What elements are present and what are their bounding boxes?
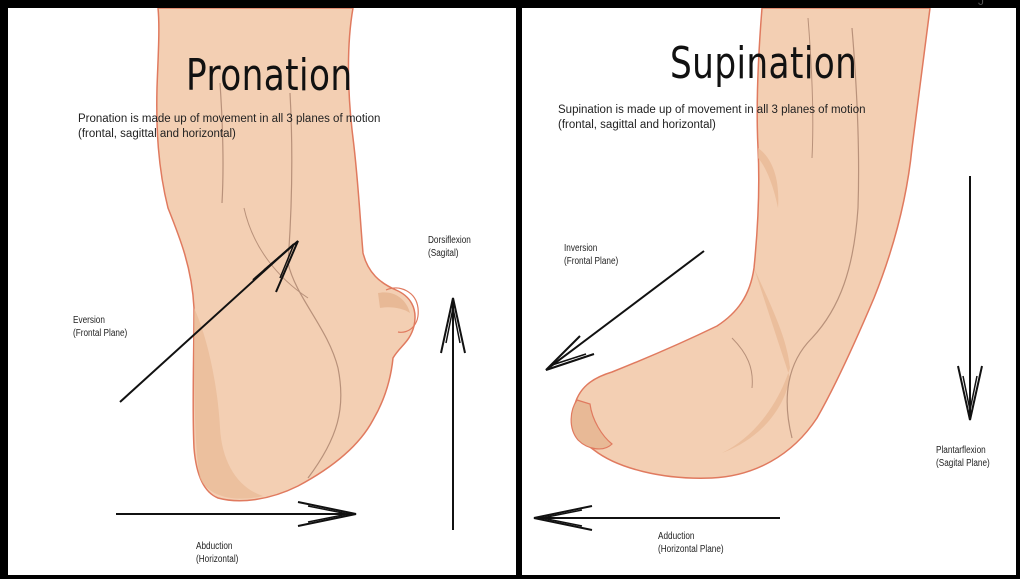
abduction-label-line2: (Horizontal) — [196, 553, 238, 566]
adduction-label-line2: (Horizontal Plane) — [658, 543, 724, 556]
pronation-panel: Pronation Pronation is made up of moveme… — [8, 8, 516, 575]
pronation-description-line1: Pronation is made up of movement in all … — [78, 112, 380, 127]
abduction-label: Abduction (Horizontal) — [196, 540, 238, 566]
dorsiflexion-label: Dorsiflexion (Sagital) — [428, 234, 471, 260]
pronation-description: Pronation is made up of movement in all … — [78, 112, 380, 142]
inversion-label-line1: Inversion — [564, 242, 618, 255]
plantarflexion-label: Plantarflexion (Sagital Plane) — [936, 444, 990, 470]
supination-illustration — [522, 8, 1016, 575]
adduction-label: Adduction (Horizontal Plane) — [658, 530, 724, 556]
plantarflexion-label-line2: (Sagital Plane) — [936, 457, 990, 470]
eversion-label-line2: (Frontal Plane) — [73, 327, 127, 340]
eversion-label-line1: Eversion — [73, 314, 127, 327]
supination-title: Supination — [670, 38, 857, 89]
dorsiflexion-label-line2: (Sagital) — [428, 247, 471, 260]
plantarflexion-label-line1: Plantarflexion — [936, 444, 990, 457]
adduction-label-line1: Adduction — [658, 530, 724, 543]
eversion-label: Eversion (Frontal Plane) — [73, 314, 127, 340]
inversion-label-line2: (Frontal Plane) — [564, 255, 618, 268]
supination-description-line2: (frontal, sagittal and horizontal) — [558, 118, 866, 133]
supination-description-line1: Supination is made up of movement in all… — [558, 103, 866, 118]
abduction-label-line1: Abduction — [196, 540, 238, 553]
supination-panel: Supination Supination is made up of move… — [522, 8, 1016, 575]
pronation-description-line2: (frontal, sagittal and horizontal) — [78, 127, 380, 142]
dorsiflexion-label-line1: Dorsiflexion — [428, 234, 471, 247]
pronation-title: Pronation — [186, 50, 352, 101]
inversion-label: Inversion (Frontal Plane) — [564, 242, 618, 268]
corner-mark: J — [978, 0, 984, 8]
supination-description: Supination is made up of movement in all… — [558, 103, 866, 133]
